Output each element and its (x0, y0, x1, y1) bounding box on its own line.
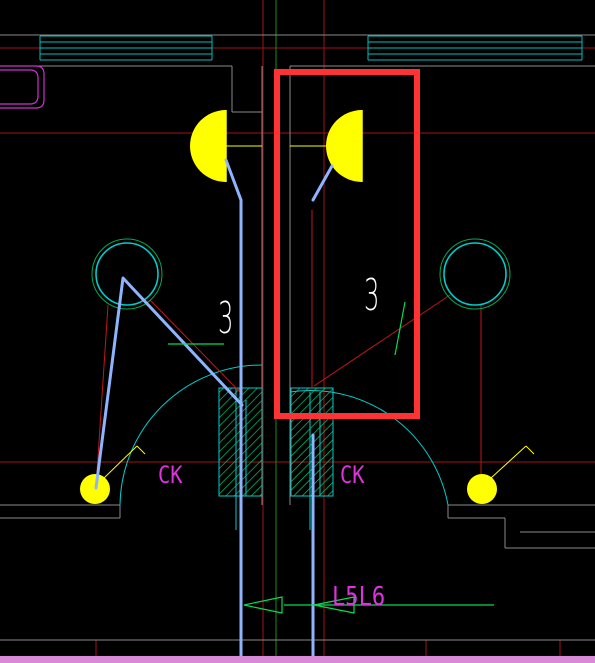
connection-lines (95, 210, 482, 489)
circle-fixture-right (439, 238, 511, 310)
circle-fixture-left (91, 238, 163, 310)
fixture-left-dot (80, 445, 146, 504)
pipe-label: L5L6 (332, 581, 385, 611)
wall-outlines (0, 34, 595, 641)
fixture-right-semicircle (290, 110, 363, 182)
room-number-left: 3 (218, 293, 233, 344)
room-number-right: 3 (364, 270, 379, 321)
highlight-box[interactable] (274, 69, 420, 419)
fixture-left-semicircle (190, 110, 262, 182)
door-label-left: CK (158, 461, 183, 489)
door-label-right: CK (340, 461, 365, 489)
blue-pipes (94, 158, 334, 663)
bottom-band (0, 656, 595, 663)
fixture-right-dot (467, 445, 535, 504)
window-right (367, 35, 583, 61)
green-marks (168, 301, 494, 614)
window-left (39, 35, 213, 61)
magenta-fixture (0, 65, 45, 109)
